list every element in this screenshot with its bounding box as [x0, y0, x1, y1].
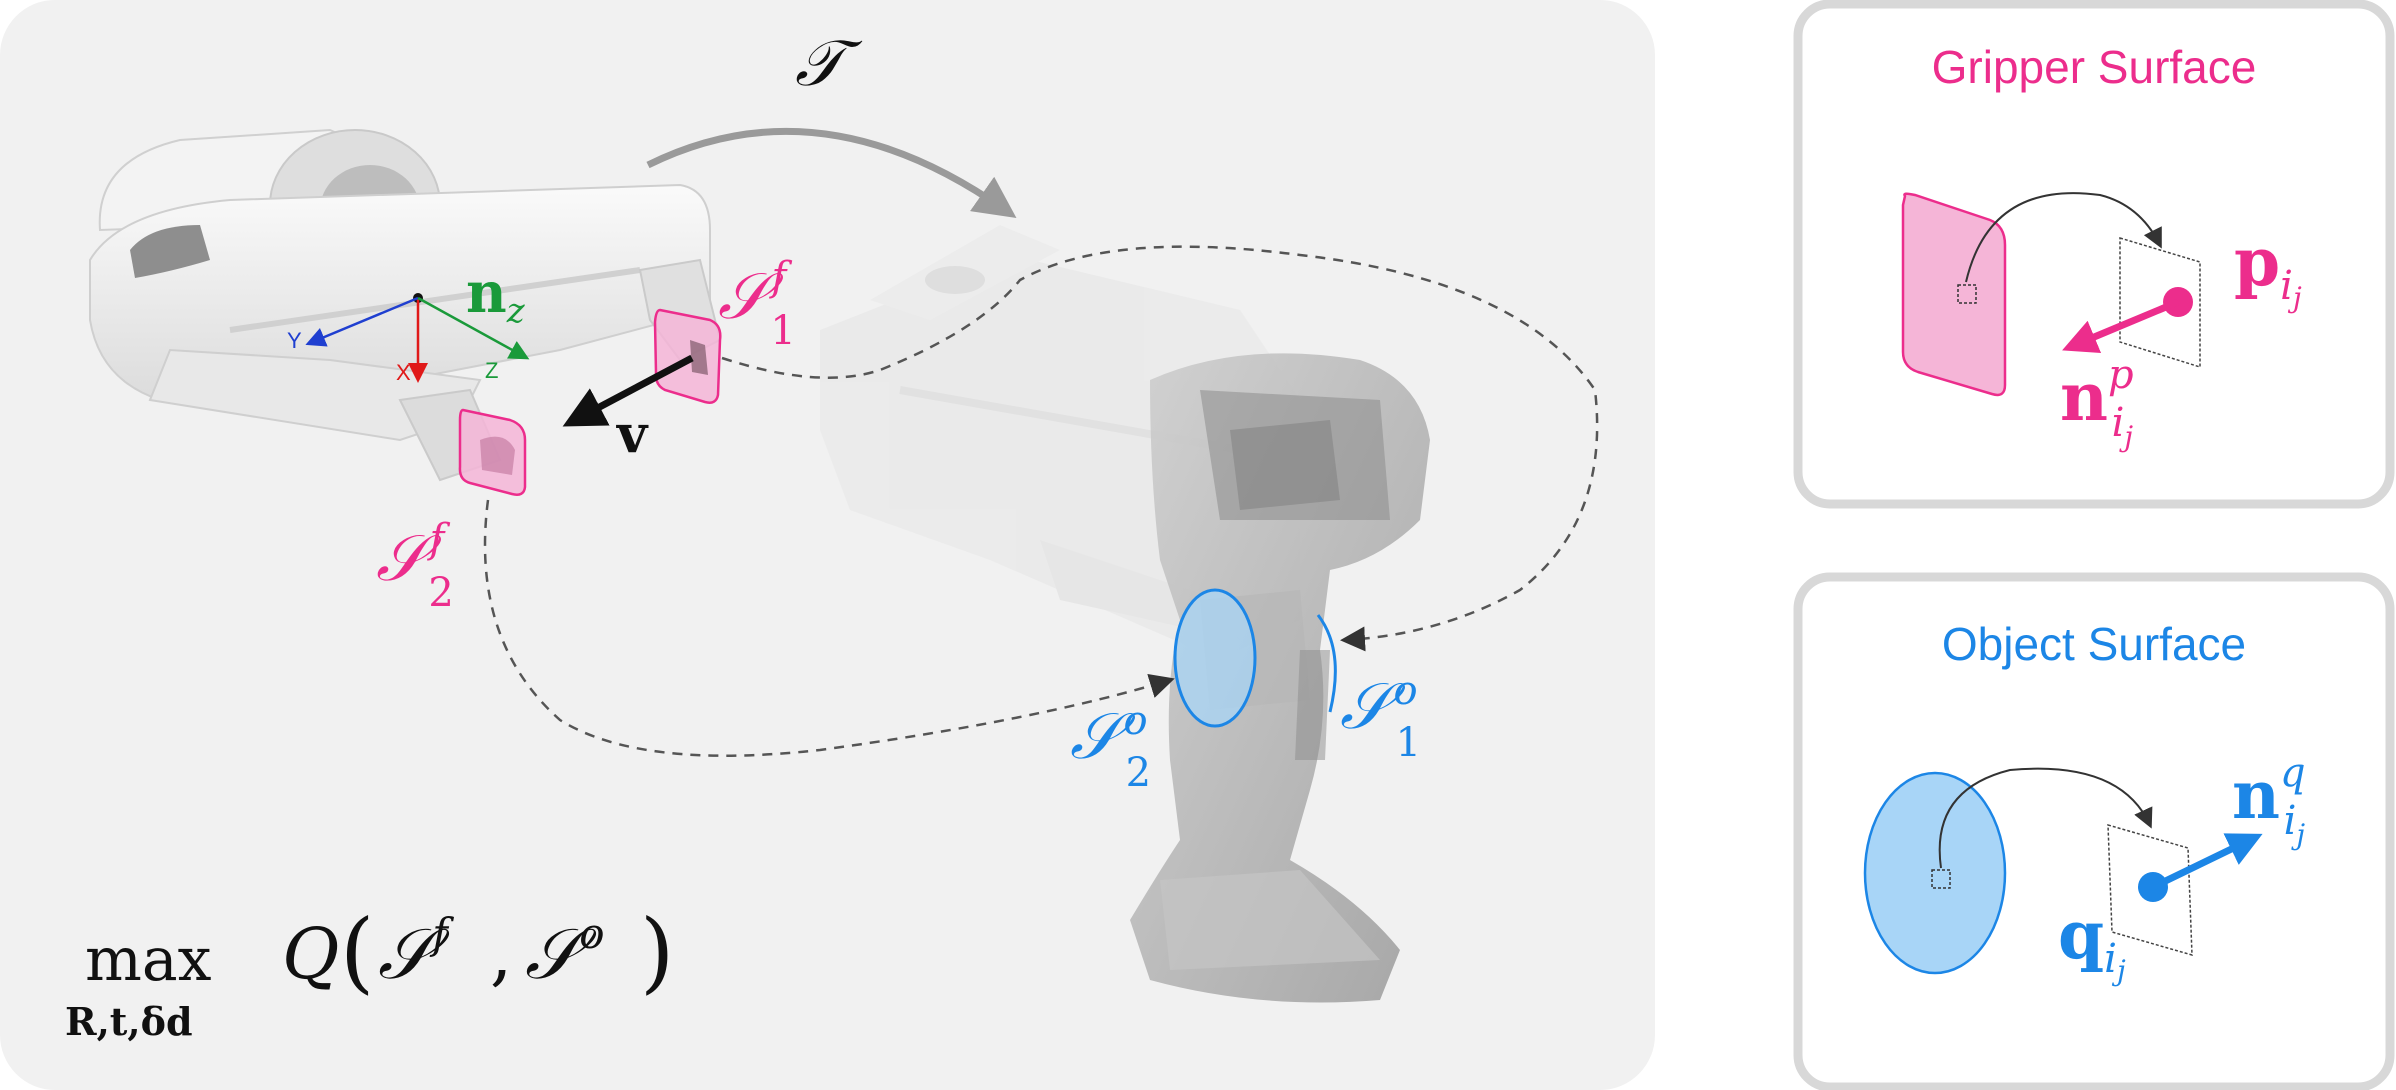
- y-axis-arrow: [305, 296, 419, 347]
- objective-formula: max R,t,δd Q ( 𝒮f , 𝒮o ): [65, 900, 674, 1044]
- formula-subscript: R,t,δd: [65, 999, 193, 1044]
- formula-max: max: [85, 925, 212, 995]
- correspondence-path-2: [483, 499, 1175, 757]
- gripper-patch-element: [1957, 284, 1977, 304]
- object-surface-1: [1316, 614, 1337, 713]
- object-patch-element: [1931, 869, 1951, 889]
- approach-vector-label: v: [616, 404, 649, 465]
- gripper-body: [89, 128, 722, 482]
- object-box-title: Object Surface: [1942, 618, 2246, 670]
- object-point-label: qij: [2058, 896, 2126, 987]
- gripper-map-arrow: [1965, 192, 2162, 283]
- object-normal-arrow: [2151, 833, 2263, 891]
- gripper-patch: [1901, 192, 2007, 397]
- z-axis-arrow: [417, 296, 530, 360]
- gripper-normal-arrow: [2062, 298, 2180, 354]
- nz-label: nz: [466, 260, 526, 331]
- formula-close-paren: ): [640, 900, 674, 1003]
- gripper-tangent-plane: [2119, 236, 2201, 369]
- gripper-point-label: pij: [2234, 223, 2302, 314]
- gripper-surface-1: [653, 308, 722, 404]
- object-surface-2: [1173, 588, 1257, 728]
- formula-open-paren: (: [340, 900, 374, 1003]
- correspondence-path-1: [721, 245, 1599, 652]
- gripper-box-title: Gripper Surface: [1932, 41, 2257, 93]
- approach-vector-arrow: [562, 354, 694, 427]
- z-axis-label: Z: [485, 358, 498, 383]
- formula-comma: ,: [490, 913, 512, 995]
- y-axis-label: Y: [287, 328, 302, 353]
- object-patch: [1863, 771, 2007, 975]
- object-map-arrow: [1938, 767, 2153, 869]
- transform-arrow: [646, 127, 1017, 219]
- x-axis-label: X: [396, 360, 411, 385]
- formula-q: Q: [282, 913, 339, 995]
